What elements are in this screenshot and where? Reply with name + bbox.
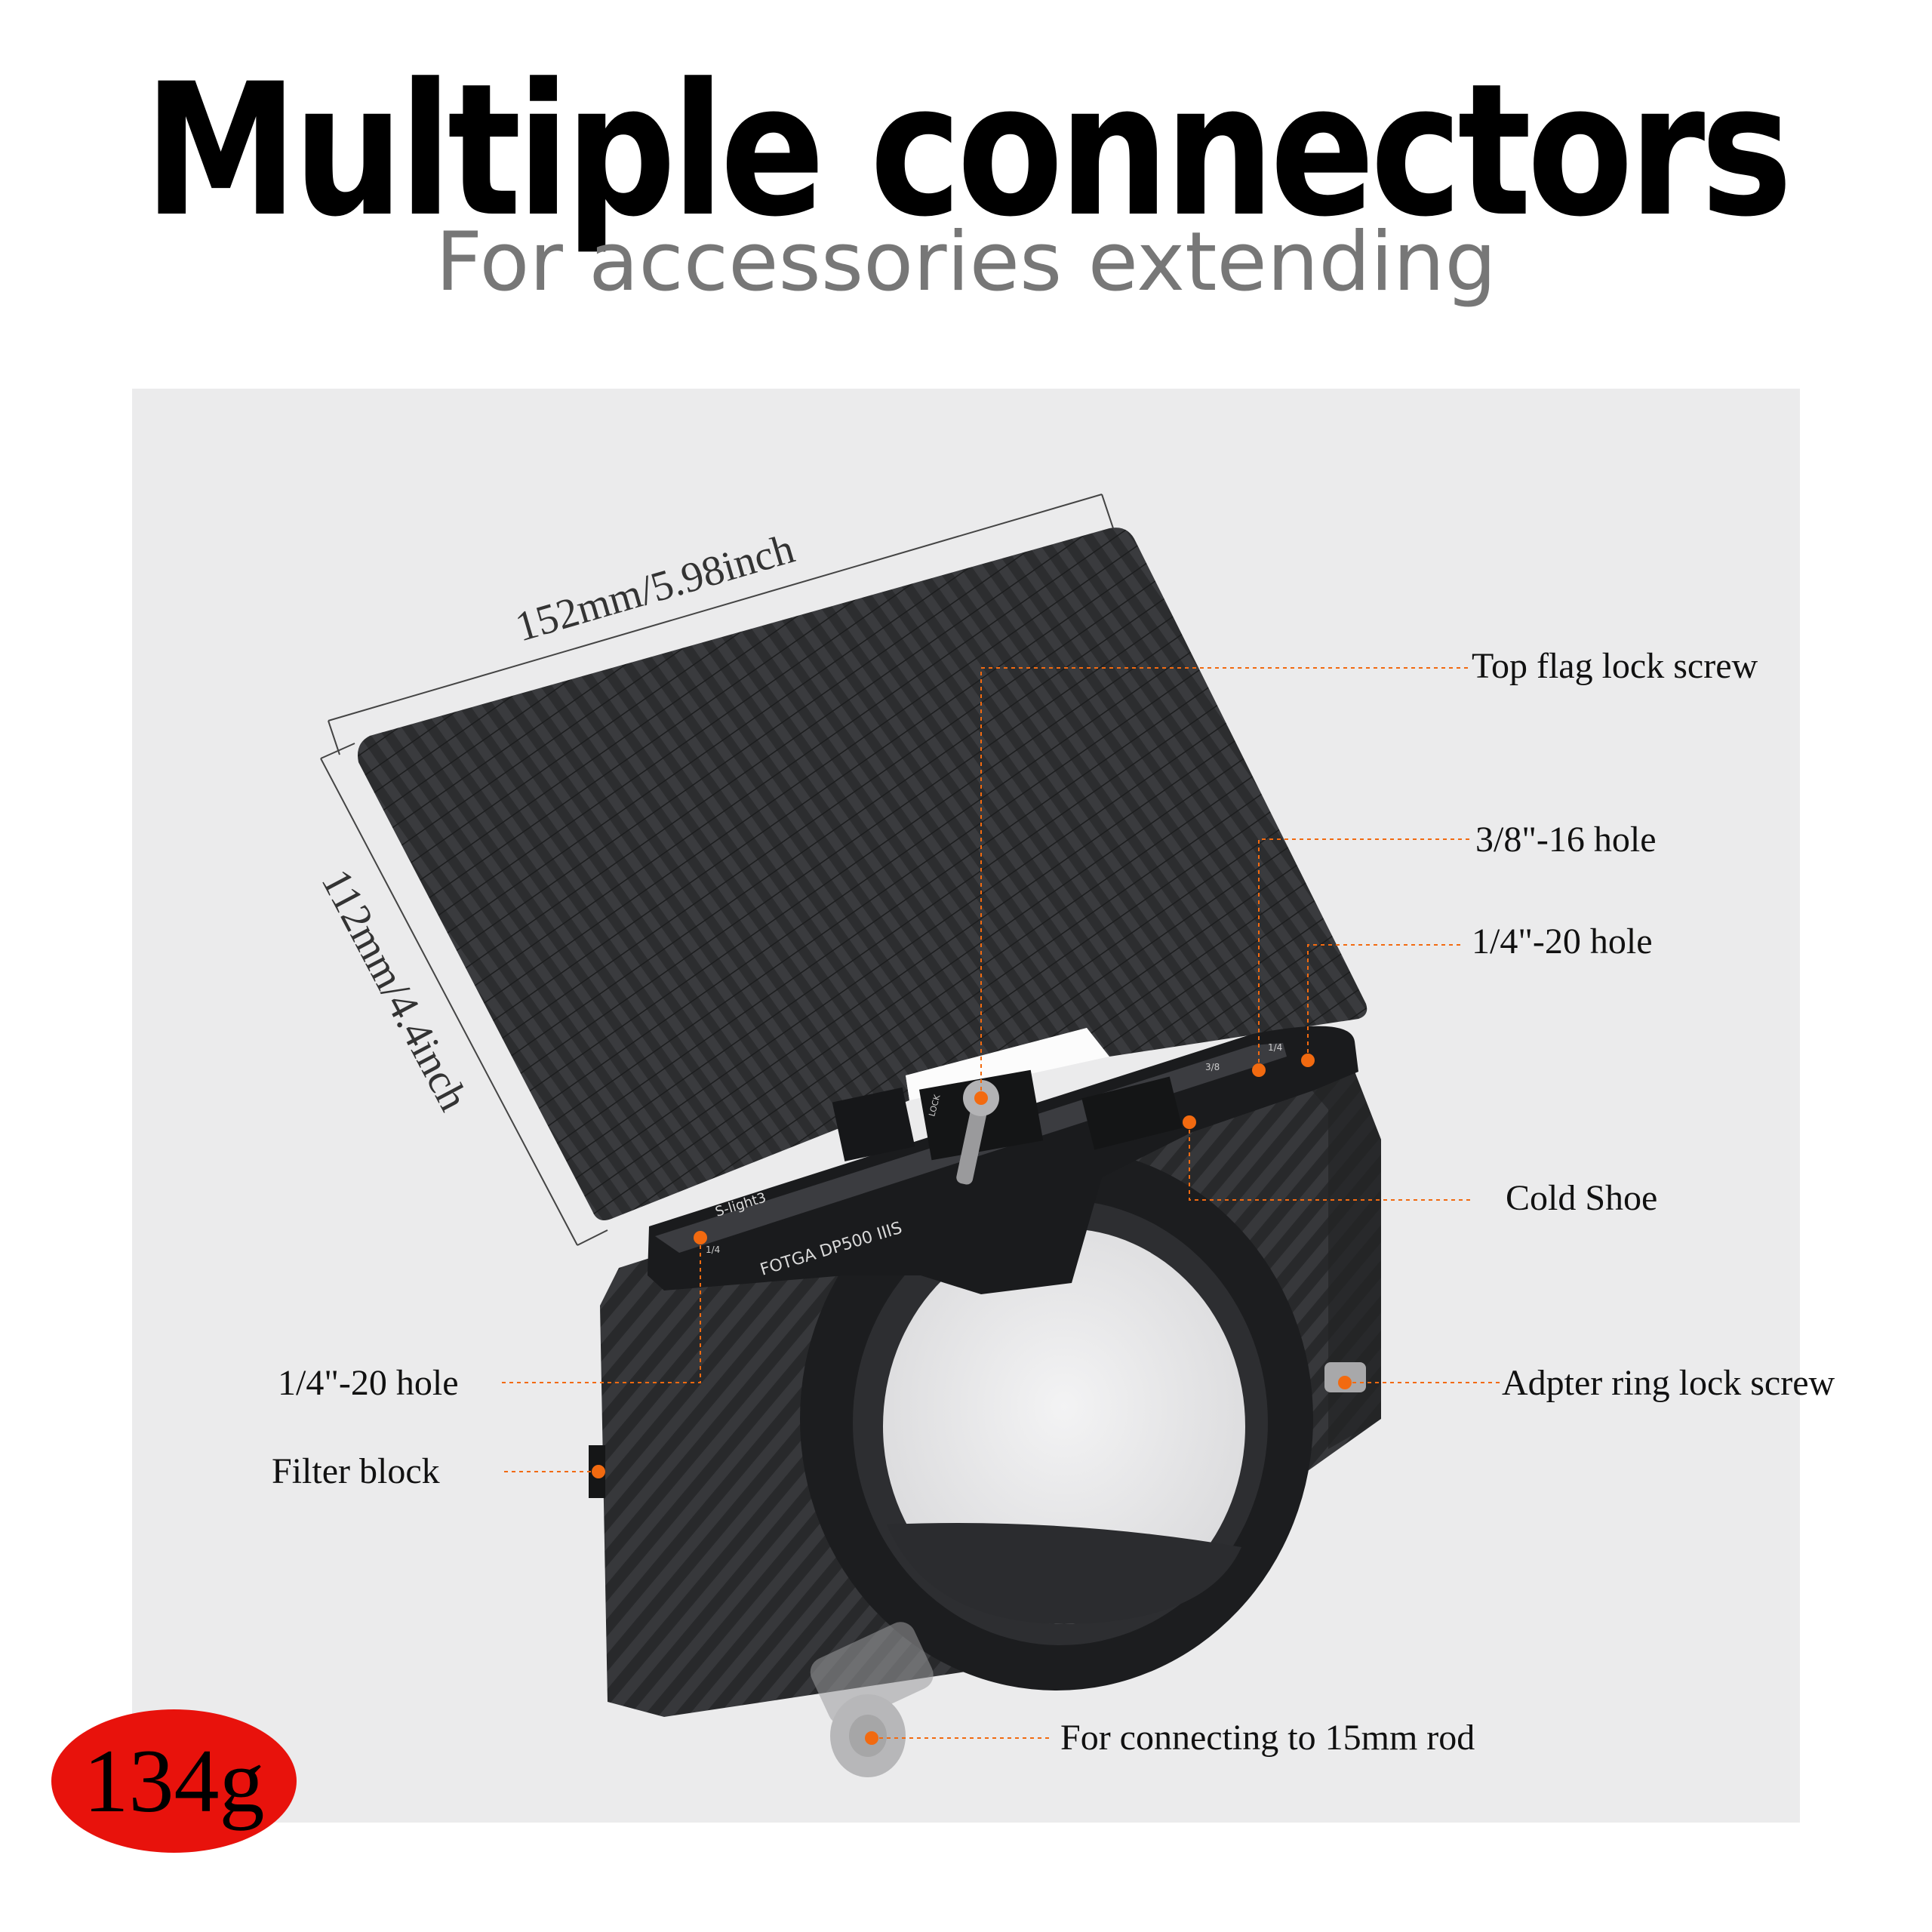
page-title: Multiple connectors bbox=[143, 45, 1793, 257]
label-1-4-hole-right: 1/4"-20 hole bbox=[1472, 921, 1653, 961]
leader-1-4-hole-left bbox=[502, 1238, 701, 1383]
weight-badge: 134g bbox=[51, 1709, 297, 1853]
filter-glass-shadow bbox=[887, 1523, 1241, 1624]
leader-3-8-hole bbox=[1258, 838, 1472, 1070]
marker-3-8-hole bbox=[1252, 1063, 1266, 1077]
marker-rod-connector bbox=[865, 1731, 878, 1745]
marker-1-4-hole-left bbox=[694, 1231, 707, 1244]
label-rod-connector: For connecting to 15mm rod bbox=[1060, 1718, 1475, 1758]
label-top-flag-lock-screw: Top flag lock screw bbox=[1472, 646, 1758, 686]
label-3-8-hole: 3/8"-16 hole bbox=[1475, 820, 1657, 860]
cold-shoe-block bbox=[1081, 1076, 1183, 1150]
leader-top-flag-lock-screw bbox=[980, 667, 1472, 1098]
marker-filter-block bbox=[592, 1465, 605, 1478]
height-dimension-line bbox=[320, 743, 608, 1246]
label-adapter-ring-lock-screw: Adpter ring lock screw bbox=[1502, 1363, 1835, 1403]
marker-1-4-hole-right bbox=[1301, 1054, 1315, 1067]
width-dimension-line bbox=[328, 494, 1114, 755]
leader-1-4-hole-right bbox=[1307, 944, 1464, 1060]
marker-top-flag-lock-screw bbox=[974, 1091, 988, 1105]
leader-cold-shoe bbox=[1189, 1122, 1472, 1201]
top-rail bbox=[648, 1026, 1358, 1294]
label-cold-shoe: Cold Shoe bbox=[1506, 1178, 1658, 1218]
thread-1-4-left-mark: 1/4 bbox=[706, 1244, 720, 1255]
page-subtitle: For accessories extending bbox=[435, 215, 1497, 309]
thread-1-4-mark: 1/4 bbox=[1268, 1042, 1282, 1053]
label-filter-block: Filter block bbox=[272, 1451, 440, 1491]
marker-adapter-ring-lock-screw bbox=[1338, 1376, 1352, 1389]
lock-block bbox=[832, 1087, 915, 1161]
top-flag bbox=[358, 528, 1367, 1221]
top-flag-lock-lever bbox=[956, 1094, 989, 1185]
flag-notch bbox=[906, 1028, 1109, 1100]
body-side-panel bbox=[1283, 1057, 1381, 1449]
thread-3-8-mark: 3/8 bbox=[1205, 1062, 1220, 1072]
marker-cold-shoe bbox=[1183, 1115, 1196, 1129]
label-1-4-hole-left: 1/4"-20 hole bbox=[278, 1363, 459, 1403]
